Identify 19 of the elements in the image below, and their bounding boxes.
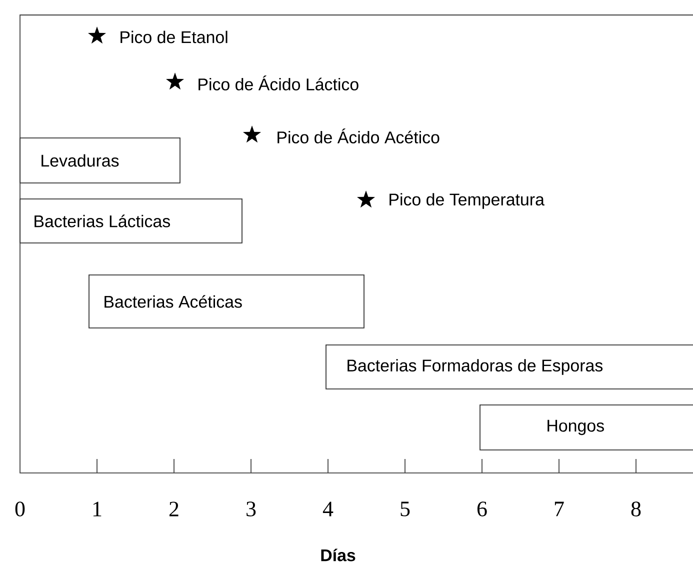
bar: Hongos bbox=[480, 404, 693, 450]
peak-label: Pico de Ácido Acético bbox=[278, 128, 440, 144]
bar: Levaduras bbox=[20, 138, 180, 184]
axis-title: Días bbox=[321, 548, 356, 562]
bar: Bacterias Acéticas bbox=[88, 274, 364, 328]
tick-label: 6 bbox=[477, 502, 487, 516]
tick-label: 4 bbox=[322, 502, 334, 516]
tick-label: 0 bbox=[15, 502, 25, 516]
peak-label: Pico de Temperatura bbox=[390, 193, 544, 209]
peak-label: Pico de Ácido Láctico bbox=[198, 76, 358, 90]
tick-label: 8 bbox=[631, 502, 641, 516]
peak-label: Pico de Etanol bbox=[120, 30, 228, 44]
tick-label: 2 bbox=[170, 502, 178, 516]
bar: Bacterias Lácticas bbox=[20, 198, 242, 244]
tick-label: 5 bbox=[400, 502, 410, 516]
tick-label: 1 bbox=[93, 502, 102, 516]
tick-label: 3 bbox=[246, 502, 256, 516]
tick-label: 7 bbox=[554, 502, 564, 516]
bar: Bacterias Formadoras de Esporas bbox=[326, 344, 693, 390]
